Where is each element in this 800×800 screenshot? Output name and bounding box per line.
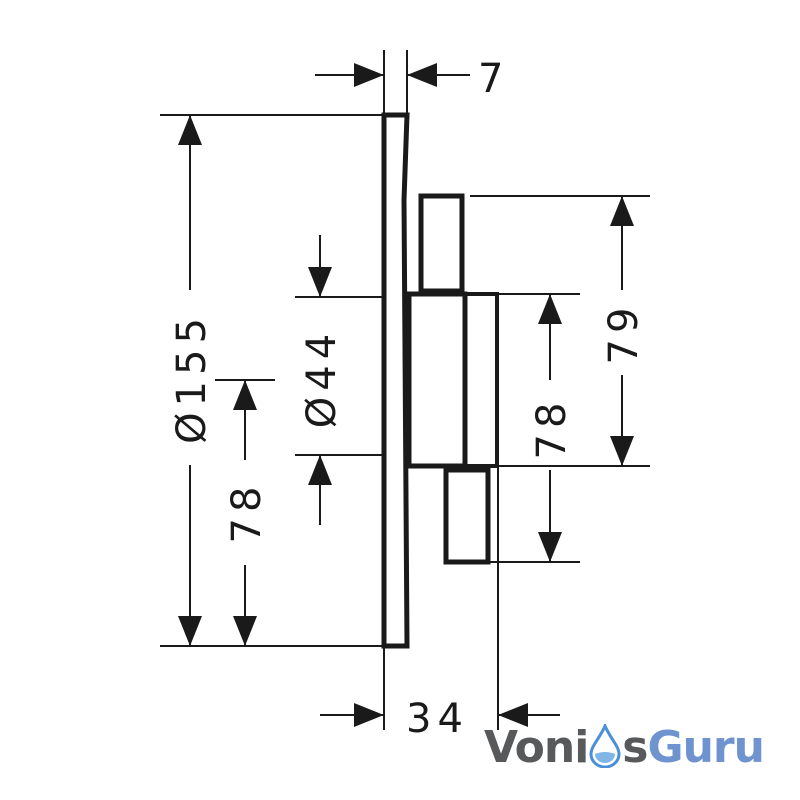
cover-plate bbox=[381, 112, 410, 649]
body-front bbox=[406, 291, 468, 469]
dim-label-78-right: 78 bbox=[529, 397, 575, 460]
lower-knob bbox=[443, 467, 491, 565]
water-drop-icon bbox=[589, 724, 621, 768]
dim-label-44: Ø44 bbox=[299, 328, 345, 428]
logo-text-s: s bbox=[622, 722, 648, 773]
dim-label-7: 7 bbox=[478, 56, 509, 102]
dim-label-34: 34 bbox=[406, 696, 469, 742]
logo-text-guru: Guru bbox=[647, 722, 764, 773]
dim-label-78-left: 78 bbox=[224, 481, 270, 544]
logo-text-voni: Voni bbox=[484, 722, 589, 773]
dim-label-79: 79 bbox=[601, 302, 647, 365]
upper-knob bbox=[418, 193, 465, 294]
dim-label-155: Ø155 bbox=[169, 312, 215, 444]
body-rear bbox=[463, 292, 499, 468]
